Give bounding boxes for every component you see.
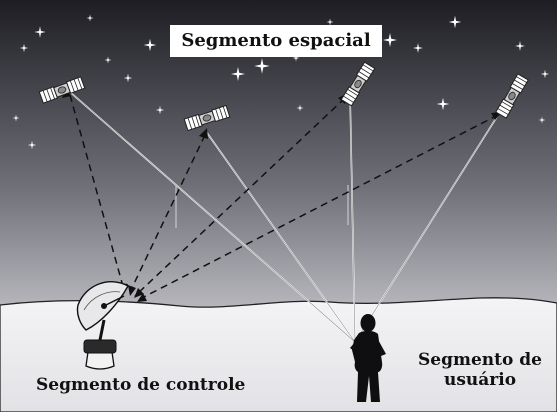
control-link-lines bbox=[69, 94, 499, 301]
control-segment-label: Segmento de controle bbox=[36, 375, 246, 395]
person-icon bbox=[350, 314, 386, 402]
dish-antenna-icon bbox=[76, 281, 129, 370]
user-segment-label: Segmento de usuário bbox=[418, 350, 542, 391]
space-segment-label: Segmento espacial bbox=[170, 25, 382, 57]
